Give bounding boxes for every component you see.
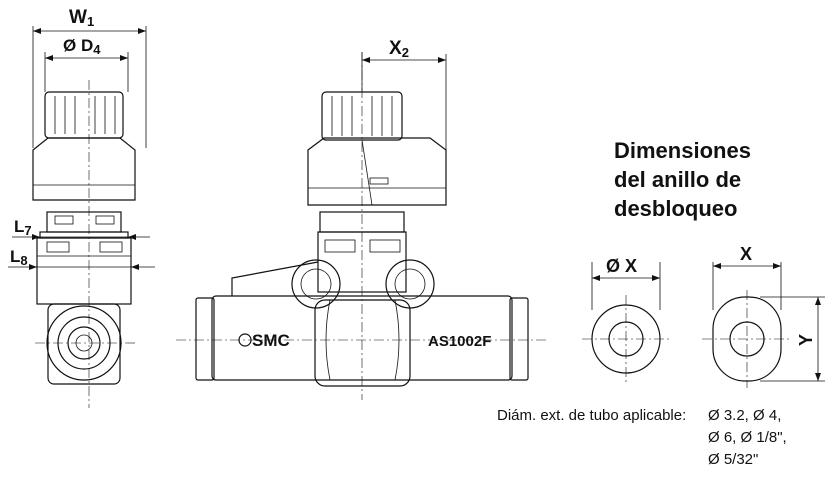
dim-d4: Ø D4 <box>44 36 129 92</box>
l8-sub: 8 <box>20 253 27 268</box>
tube-note-label: Diám. ext. de tubo aplicable: <box>497 407 687 424</box>
ring-y-label: Y <box>796 334 816 346</box>
svg-text:L7: L7 <box>14 217 32 238</box>
dim-x2: X2 <box>361 38 447 205</box>
l7-sub: 7 <box>24 223 31 238</box>
front-port-left <box>291 259 341 309</box>
front-port-right <box>385 259 435 309</box>
heading-line-2: del anillo de <box>614 167 742 192</box>
l8-label: L <box>10 247 20 266</box>
heading-line-1: Dimensiones <box>614 138 751 163</box>
side-cap <box>32 137 136 201</box>
ring-oval: X Y <box>702 244 825 388</box>
side-body <box>36 237 132 305</box>
d4-label: Ø D <box>63 36 93 55</box>
w1-sub: 1 <box>87 14 94 29</box>
tube-note-line-1: Ø 3.2, Ø 4, <box>708 407 782 424</box>
dim-l8: L8 <box>8 247 155 270</box>
x2-label: X <box>389 38 402 59</box>
brand-marking: SMC <box>252 331 290 350</box>
d4-sub: 4 <box>93 42 101 57</box>
ring-dx-label: Ø X <box>606 256 637 276</box>
l7-label: L <box>14 217 24 236</box>
front-view: SMC AS1002F <box>176 52 548 400</box>
svg-text:X2: X2 <box>389 38 409 60</box>
tube-note-line-2: Ø 6, Ø 1/8", <box>708 429 787 446</box>
heading-line-3: desbloqueo <box>614 196 738 221</box>
ring-round: Ø X <box>582 256 670 383</box>
front-cap <box>307 137 447 206</box>
dim-w1: W1 <box>32 7 147 148</box>
ring-dimensions-heading: Dimensiones del anillo de desbloqueo <box>614 136 814 223</box>
svg-text:Ø D4: Ø D4 <box>63 36 101 57</box>
ring-x-label: X <box>740 244 752 264</box>
side-view <box>32 80 136 408</box>
side-knob <box>44 91 124 139</box>
svg-text:L8: L8 <box>10 247 28 268</box>
side-collar <box>46 211 122 233</box>
w1-label: W <box>69 7 87 28</box>
svg-text:W1: W1 <box>69 7 94 29</box>
dim-l7: L7 <box>12 217 150 240</box>
tube-note-line-3: Ø 5/32" <box>708 451 759 468</box>
model-marking: AS1002F <box>428 333 491 350</box>
x2-sub: 2 <box>402 45 409 60</box>
